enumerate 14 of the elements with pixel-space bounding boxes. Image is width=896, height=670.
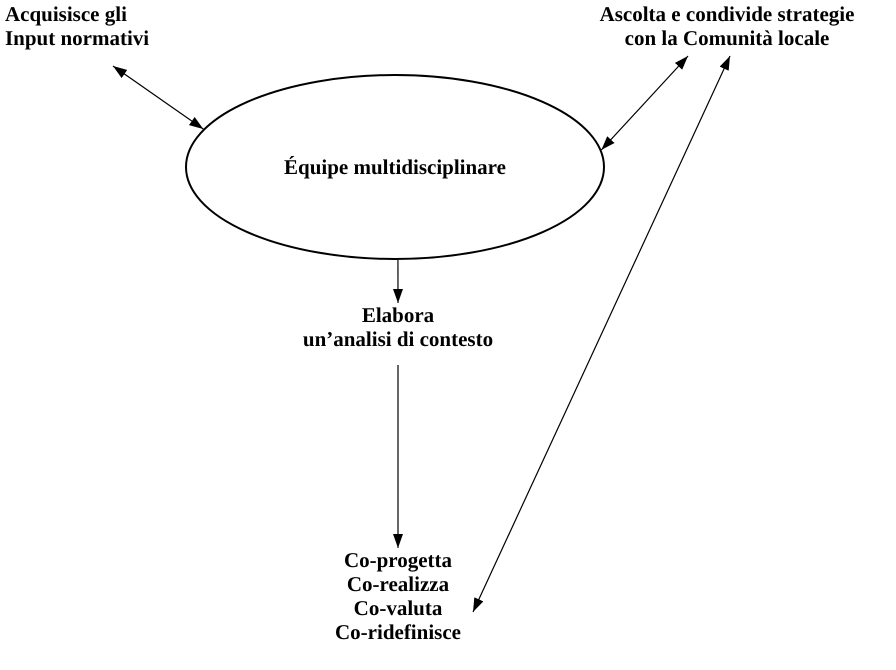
- arrow: [112, 66, 204, 130]
- text-label: Ascolta e condivide strategie con la Comunità locale: [598, 2, 856, 50]
- node-label: Équipe multidisciplinare: [283, 155, 507, 179]
- text-label: Co-valuta: [352, 596, 444, 620]
- arrow: [600, 56, 688, 150]
- arrow: [392, 260, 403, 303]
- text-label: Elabora: [360, 303, 436, 327]
- text-label: Co-progetta: [342, 548, 454, 572]
- text-label: Co-realizza: [346, 572, 450, 596]
- arrow: [393, 365, 403, 548]
- arrow: [472, 56, 731, 612]
- text-label: Co-ridefinisce: [334, 620, 462, 644]
- text-label: un’analisi di contesto: [302, 327, 494, 351]
- text-label: Acquisisce gli Input normativi: [5, 2, 150, 50]
